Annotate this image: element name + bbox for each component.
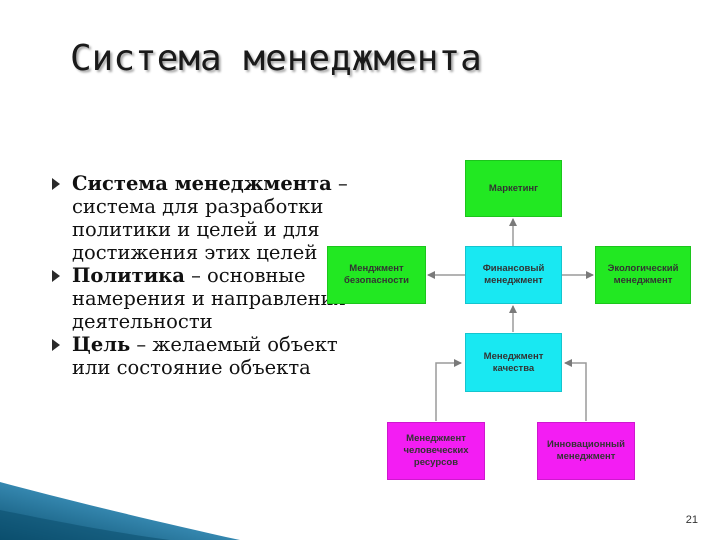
box-financial-management: Финансовый менеджмент xyxy=(465,246,562,304)
box-marketing: Маркетинг xyxy=(465,160,562,217)
box-hr-management: Менеджмент человеческих ресурсов xyxy=(387,422,485,480)
arrow-hr-to-quality xyxy=(435,359,462,421)
bullet-policy: Политика – основные намерения и направле… xyxy=(50,264,350,333)
box-ecological-management: Экологический менеджмент xyxy=(595,246,691,304)
arrow-innovation-to-quality xyxy=(564,359,587,421)
page-number: 21 xyxy=(685,514,698,526)
bullet-term: Цель xyxy=(72,333,131,356)
bullet-arrow-icon xyxy=(52,270,60,282)
bullet-text: – основные намерения и направления деяте… xyxy=(72,264,346,333)
box-quality-management: Менеджмент качества xyxy=(465,333,562,392)
bullet-term: Политика xyxy=(72,264,185,287)
bullet-goal: Цель – желаемый объект или состояние объ… xyxy=(50,333,350,379)
bullet-arrow-icon xyxy=(52,339,60,351)
bullet-text: – система для разработки политики и целе… xyxy=(72,172,348,264)
box-innovation-management: Инновационный менеджмент xyxy=(537,422,635,480)
slide-title: Система менеджмента xyxy=(70,38,482,79)
bullet-term: Система менеджмента xyxy=(72,172,332,195)
bullet-text: – желаемый объект или состояние объекта xyxy=(72,333,338,379)
bullet-management-system: Система менеджмента – система для разраб… xyxy=(50,172,350,264)
bullet-arrow-icon xyxy=(52,178,60,190)
bullet-list: Система менеджмента – система для разраб… xyxy=(50,172,350,379)
box-security-management: Менджмент безопасности xyxy=(327,246,426,304)
corner-decoration xyxy=(0,482,240,540)
